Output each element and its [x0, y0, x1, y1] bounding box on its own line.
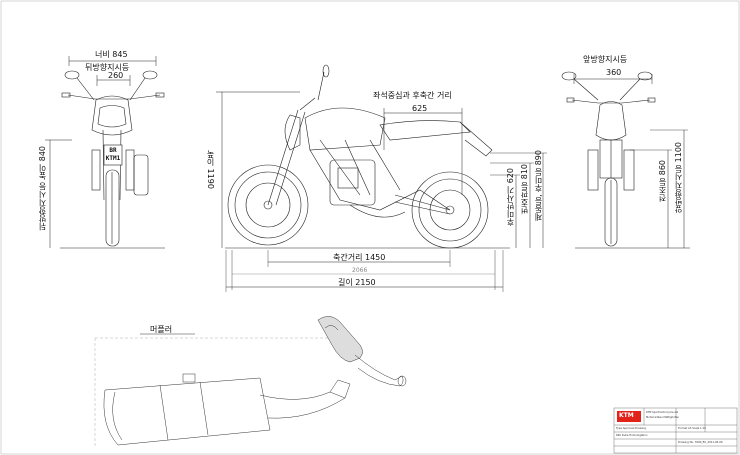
side-tail-light-dim: 제동등, 후미등 890: [534, 150, 543, 221]
front-width-label: 너비 845: [95, 50, 128, 59]
side-plate-light-dim: 번호판등 810: [520, 164, 529, 214]
ktm-logo: KTM: [619, 412, 634, 419]
front-view: [45, 56, 165, 249]
title-row-4: 690 Duke Homologation: [616, 434, 648, 437]
front-mirror-label: 뒤방향지시등: [85, 63, 130, 72]
rear-headlamp-dim: 전조등 860: [658, 160, 667, 202]
front-height-label: 뒤방향지시등 높이 840: [38, 146, 47, 231]
front-mirror-width: 260: [108, 71, 124, 80]
title-block: [613, 407, 738, 454]
side-seat-axle-value: 625: [412, 104, 428, 113]
rear-view: [561, 71, 690, 249]
side-height-label: 높이 1190: [206, 150, 215, 189]
title-row-1: KTM Sportmotorcycle AG: [646, 411, 679, 414]
front-plate-line2: KTM1: [105, 155, 121, 162]
side-inner-length: 2066: [352, 267, 368, 274]
side-length-label: 길이 2150: [338, 278, 376, 287]
rear-turn-width: 360: [606, 68, 622, 77]
side-seat-axle-label: 좌석중심과 후축간 거리: [373, 91, 452, 100]
muffler-label: 머플러: [150, 325, 173, 334]
title-row-6: Drawing No. 7690_EU_2011-05-09: [678, 441, 723, 444]
title-row-3: Type Approval Drawing: [616, 427, 646, 430]
rear-turn-label: 앞방향지시등: [583, 55, 628, 64]
title-row-2: Motorradbau Mattighofen: [646, 416, 680, 419]
side-wheelbase-label: 축간거리 1450: [333, 253, 386, 262]
title-row-5: Format A3 Scale 1:10: [678, 427, 706, 430]
side-reflector-dim: 후미반사기 620: [506, 168, 515, 226]
muffler-detail: [94, 316, 407, 448]
front-plate-line1: BR: [109, 147, 117, 154]
rear-turn-height-dim: 앞방향지시등 1100: [674, 142, 683, 213]
side-view: [216, 64, 547, 292]
